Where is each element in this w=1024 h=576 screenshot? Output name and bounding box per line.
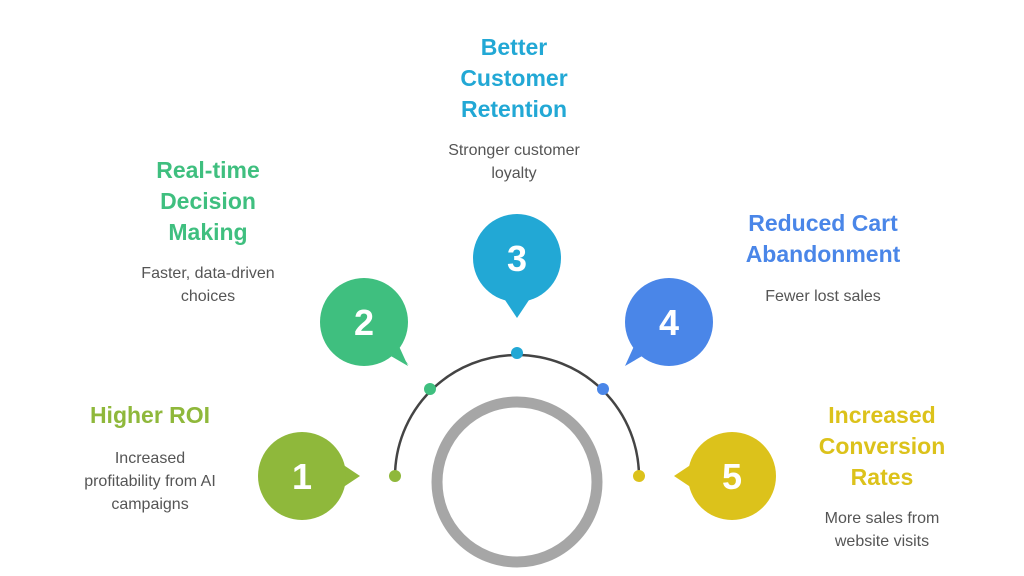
step-2-title: Real-time Decision Making xyxy=(156,157,260,245)
step-2-number: 2 xyxy=(354,302,374,343)
step-5-number: 5 xyxy=(722,456,742,497)
step-1-bubble: 1 xyxy=(258,432,360,520)
step-4-number: 4 xyxy=(659,302,679,343)
step-1-description: Increased profitability from AI campaign… xyxy=(84,450,216,513)
arc-dot-2 xyxy=(424,383,436,395)
step-3-number: 3 xyxy=(507,238,527,279)
arc-dot-1 xyxy=(389,470,401,482)
center-ring xyxy=(431,396,603,568)
step-5-title: Increased Conversion Rates xyxy=(818,402,946,490)
outer-arc xyxy=(393,353,641,478)
step-3-title: Better Customer Retention xyxy=(460,34,568,122)
step-2-description: Faster, data-driven choices xyxy=(141,265,275,305)
step-1-title: Higher ROI xyxy=(89,402,211,428)
step-5-description: More sales from website visits xyxy=(824,510,940,550)
step-4-bubble: 4 xyxy=(625,278,713,366)
step-3-description: Stronger customer loyalty xyxy=(448,142,580,182)
step-3-bubble: 3 xyxy=(473,214,561,318)
step-4-description: Fewer lost sales xyxy=(765,288,881,305)
arc-dot-3 xyxy=(511,347,523,359)
arc-dot-5 xyxy=(633,470,645,482)
step-4-title: Reduced Cart Abandonment xyxy=(745,210,901,267)
step-2-bubble: 2 xyxy=(320,278,409,366)
arc-dot-4 xyxy=(597,383,609,395)
step-1-number: 1 xyxy=(292,456,312,497)
step-5-bubble: 5 xyxy=(674,432,776,520)
